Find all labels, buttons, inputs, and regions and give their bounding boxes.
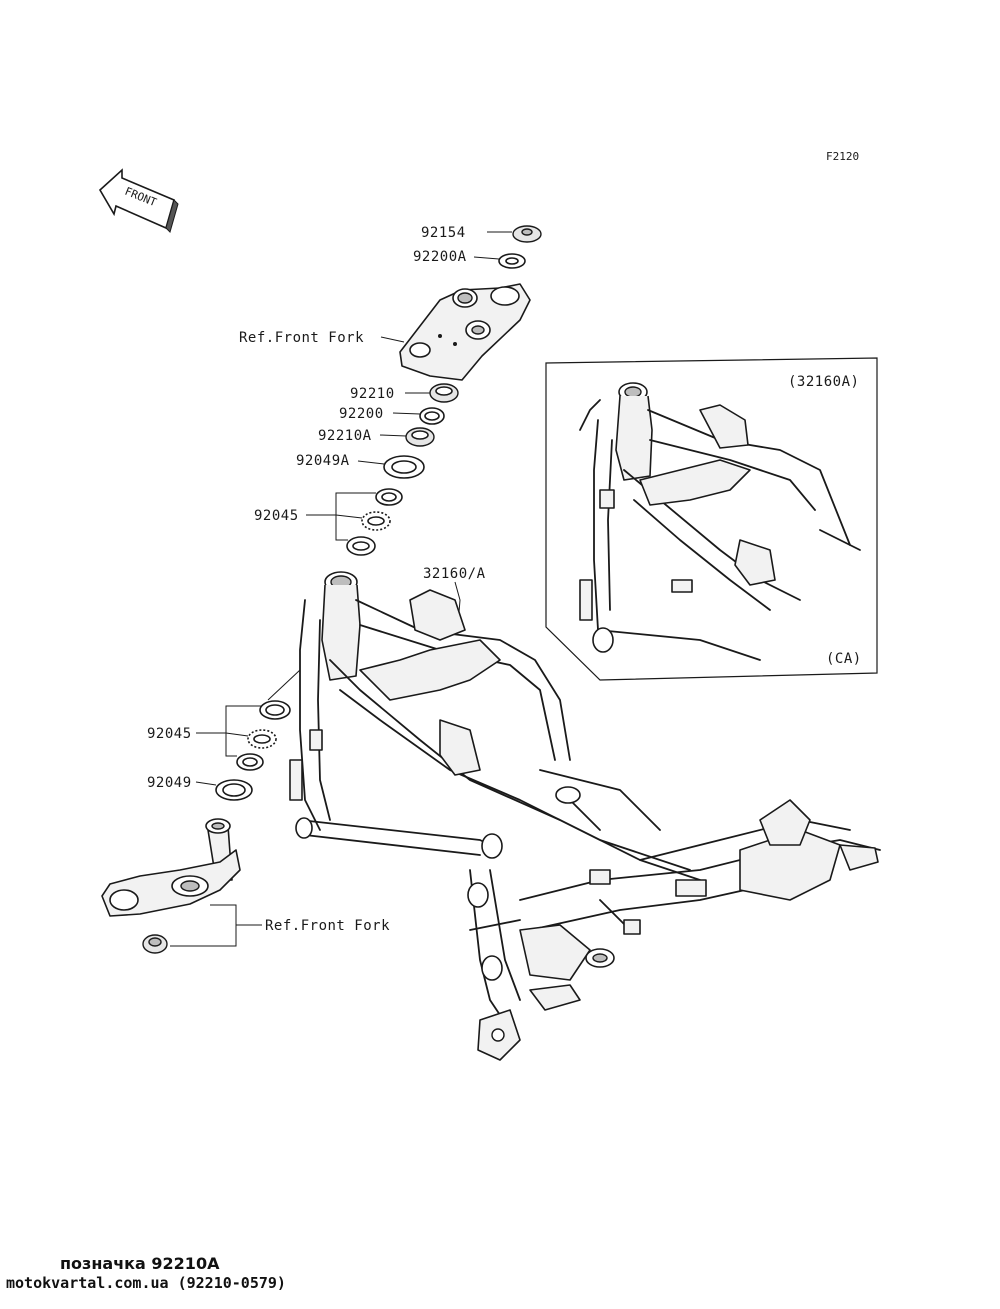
label-92210A: 92210A <box>318 428 372 444</box>
label-92045-top: 92045 <box>254 508 299 524</box>
label-92210: 92210 <box>350 386 395 402</box>
footer-part-mark: позначка 92210A <box>60 1254 220 1273</box>
front-arrow-icon: FRONT <box>98 168 179 233</box>
inset-32160A: (32160A) (CA) <box>545 357 878 681</box>
label-ref-front-fork-bottom: Ref.Front Fork <box>265 918 390 934</box>
inset-note: (CA) <box>826 651 862 667</box>
label-92200: 92200 <box>339 406 384 422</box>
label-ref-front-fork-top: Ref.Front Fork <box>239 330 364 346</box>
upper-triple-clamp <box>399 283 531 381</box>
footer-site-link[interactable]: motokvartal.com.ua (92210-0579) <box>6 1274 286 1292</box>
label-92200A: 92200A <box>413 249 467 265</box>
main-frame <box>289 571 881 1061</box>
label-92045-bottom: 92045 <box>147 726 192 742</box>
lower-triple-clamp <box>101 818 241 954</box>
label-32160-A: 32160/A <box>423 566 486 582</box>
label-92049: 92049 <box>147 775 192 791</box>
label-92049A: 92049A <box>296 453 350 469</box>
inset-title: (32160A) <box>788 374 859 390</box>
diagram-code: F2120 <box>826 150 859 163</box>
inset-frame <box>579 382 861 661</box>
steering-stem-parts: 92154 92200A Ref.Front Fork 92210 922 <box>239 225 542 556</box>
label-92154: 92154 <box>421 225 466 241</box>
lower-bearing-parts: 92045 92049 <box>147 669 301 801</box>
